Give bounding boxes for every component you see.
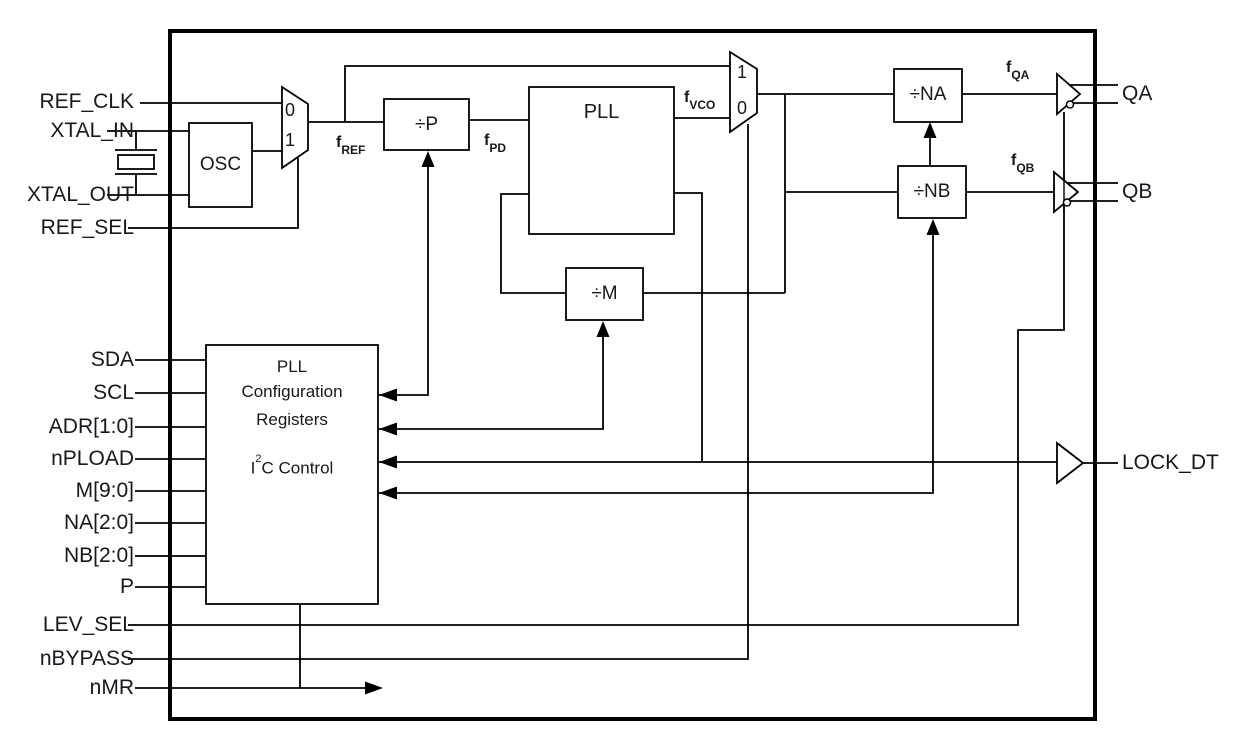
block-pll (528, 86, 675, 235)
arrow-into-div-na (923, 122, 937, 138)
arrow-into-div-p (421, 151, 435, 167)
bypass-mux (729, 50, 758, 134)
pin-label-xtal-in: XTAL_IN (50, 119, 134, 142)
arrow-into-cfg-4 (379, 486, 397, 500)
pin-label-nb: NB[2:0] (63, 544, 134, 567)
wire-ref-sel (128, 158, 299, 229)
arrow-into-cfg-1 (379, 388, 397, 402)
chip-boundary (168, 29, 1097, 721)
pin-label-qa: QA (1122, 82, 1153, 105)
config-label-i2c-control: I2C Control (250, 453, 334, 478)
block-label-div-na: ÷NA (909, 84, 947, 105)
config-label-registers: Registers (256, 410, 328, 429)
pin-label-nmr: nMR (89, 676, 134, 699)
block-div-m (565, 267, 644, 321)
wire-cfg-to-div-nb (379, 235, 934, 494)
signal-label-f-qa: fQA (1006, 59, 1030, 83)
wire-lev-sel (128, 112, 1065, 626)
pin-label-adr: ADR[1:0] (48, 415, 134, 438)
arrow-into-cfg-3 (379, 455, 397, 469)
block-div-na (893, 68, 963, 123)
pin-label-p: P (119, 575, 134, 598)
ref-mux-input1-label: 1 (284, 130, 295, 150)
wire-bypass-top (344, 65, 730, 122)
qb-buffer-bubble (1062, 198, 1072, 207)
pin-label-m: M[9:0] (75, 479, 134, 502)
ref-mux-input0-label: 0 (284, 100, 295, 120)
pin-label-na: NA[2:0] (63, 511, 134, 534)
wire-cfg-to-div-m (379, 337, 604, 430)
signal-label-f-ref: fREF (336, 134, 366, 158)
block-osc (188, 122, 253, 208)
block-label-pll: PLL (583, 101, 620, 123)
block-label-osc: OSC (199, 154, 242, 175)
wire-lock-detect (379, 192, 1057, 463)
wire-crystal-stubs (115, 131, 157, 195)
pin-label-xtal-out: XTAL_OUT (27, 183, 134, 206)
pin-label-lock-dt: LOCK_DT (1122, 451, 1219, 474)
wire-nmr (135, 604, 366, 689)
qa-buffer-bubble (1065, 100, 1075, 109)
wire-cfg-to-div-p (379, 167, 429, 396)
signal-label-f-vco: fVCO (684, 89, 716, 113)
signal-label-f-pd: fPD (484, 132, 506, 156)
arrow-into-div-nb (926, 219, 940, 235)
crystal-icon (117, 154, 155, 170)
config-label-configuration: Configuration (241, 382, 343, 401)
pin-label-nbypass: nBYPASS (39, 647, 134, 670)
pin-label-ref-clk: REF_CLK (39, 90, 134, 113)
pin-label-ref-sel: REF_SEL (40, 216, 134, 239)
wire-div-m-out-feedback (500, 193, 566, 294)
bypass-mux-input0-label: 0 (736, 98, 747, 118)
block-label-div-nb: ÷NB (913, 181, 951, 202)
arrow-into-cfg-2 (379, 422, 397, 436)
pin-label-lev-sel: LEV_SEL (42, 613, 134, 636)
wire-nbypass (128, 124, 749, 660)
block-config-registers (205, 344, 379, 605)
block-div-nb (897, 165, 967, 219)
block-div-p (383, 98, 470, 151)
signal-label-f-qb: fQB (1011, 152, 1035, 176)
block-label-div-p: ÷P (414, 114, 439, 135)
ref-select-mux (281, 85, 309, 170)
bypass-mux-input1-label: 1 (736, 62, 747, 82)
arrow-into-div-m (596, 321, 610, 337)
pin-label-scl: SCL (93, 381, 134, 404)
pin-label-qb: QB (1122, 180, 1153, 203)
arrow-nmr (365, 681, 383, 695)
block-label-div-m: ÷M (591, 283, 618, 304)
pin-label-sda: SDA (90, 348, 134, 371)
lock-dt-output-buffer (1056, 441, 1085, 485)
config-label-pll: PLL (276, 357, 308, 376)
pin-label-npload: nPLOAD (51, 447, 134, 470)
